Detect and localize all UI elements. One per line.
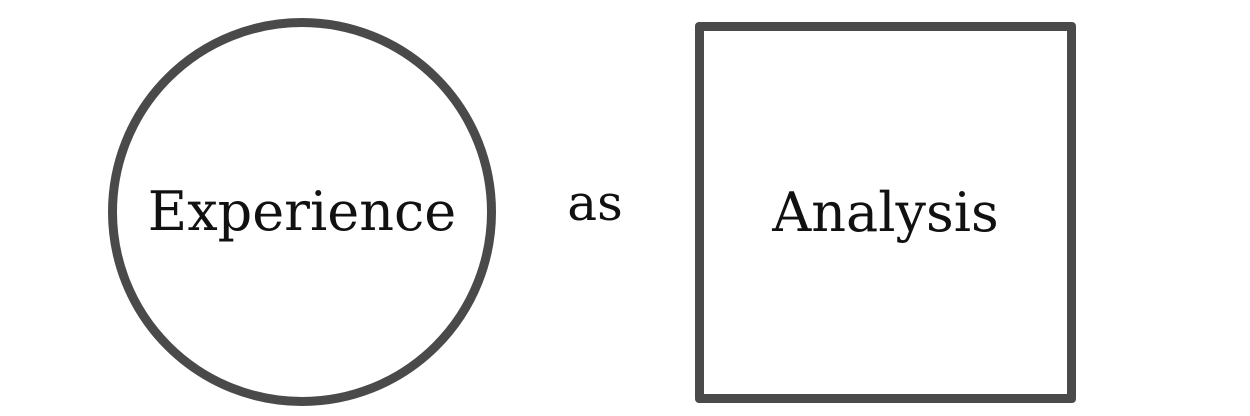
connector-label: as (567, 174, 623, 232)
experience-circle: Experience (108, 18, 496, 406)
experience-label: Experience (147, 180, 457, 243)
analysis-square: Analysis (695, 22, 1076, 403)
analysis-label: Analysis (772, 180, 999, 244)
